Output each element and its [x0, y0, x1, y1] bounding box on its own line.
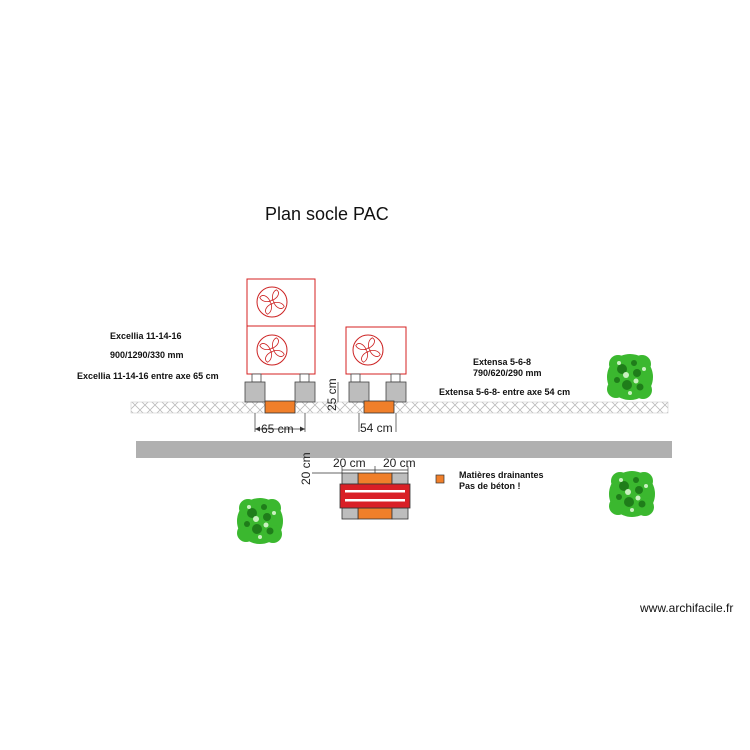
legend-line-1: Matières drainantes — [459, 470, 544, 480]
extensa-dims: 790/620/290 mm — [473, 368, 542, 378]
legend-line-2: Pas de béton ! — [459, 481, 521, 491]
plan-title: Plan socle PAC — [265, 204, 389, 224]
pad-detail — [339, 472, 411, 520]
wall — [136, 441, 672, 458]
extensa-supports — [348, 381, 407, 414]
dimension-65cm: 65 cm — [254, 413, 306, 436]
pad-dimensions: 20 cm 20 cm 20 cm — [299, 452, 416, 485]
excellia-supports — [244, 381, 316, 414]
ground-band — [130, 401, 669, 414]
dim-20-vertical-label: 20 cm — [299, 452, 313, 485]
extensa-unit — [345, 326, 407, 375]
excellia-unit — [246, 278, 316, 375]
dim-20-left-label: 20 cm — [333, 456, 366, 470]
legend: Matières drainantes Pas de béton ! — [435, 470, 544, 491]
extensa-axis: Extensa 5-6-8- entre axe 54 cm — [439, 387, 570, 397]
dimension-25cm: 25 cm — [325, 378, 339, 411]
dim-54-label: 54 cm — [360, 421, 393, 435]
excellia-dims: 900/1290/330 mm — [110, 350, 184, 360]
tree-icon — [237, 498, 283, 544]
tree-icon — [609, 471, 655, 517]
extensa-name: Extensa 5-6-8 — [473, 357, 531, 367]
excellia-name: Excellia 11-14-16 — [110, 331, 182, 341]
excellia-axis: Excellia 11-14-16 entre axe 65 cm — [77, 371, 219, 381]
watermark: www.archifacile.fr — [639, 601, 733, 615]
dim-65-label: 65 cm — [261, 422, 294, 436]
dim-20-right-label: 20 cm — [383, 456, 416, 470]
dimension-54cm: 54 cm — [358, 413, 397, 435]
legend-swatch — [435, 474, 445, 484]
dim-25-label: 25 cm — [325, 378, 339, 411]
tree-icon — [607, 354, 653, 400]
